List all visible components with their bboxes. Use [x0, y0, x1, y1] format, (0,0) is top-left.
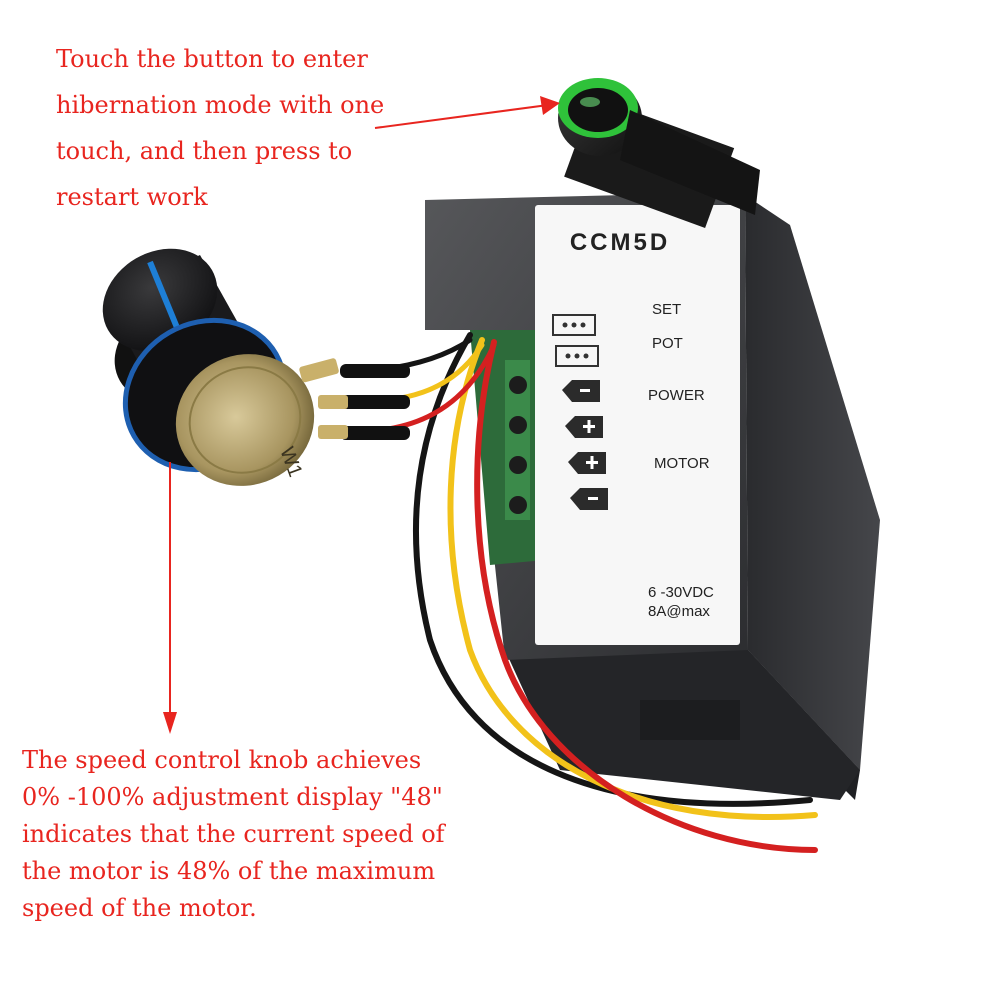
button-annotation-line: Touch the button to enter — [56, 45, 368, 73]
knob-arrow — [163, 462, 177, 734]
housing-bottom — [505, 650, 860, 800]
knob-annotation-line: speed of the motor. — [22, 894, 257, 922]
pot-label: POT — [652, 335, 683, 352]
pot-connector-icon — [555, 345, 599, 367]
power-label: POWER — [648, 387, 705, 404]
voltage-rating: 6 -30VDC — [648, 584, 714, 601]
model-label: CCM5D — [570, 229, 670, 256]
label-panel — [535, 205, 740, 645]
motor-label: MOTOR — [654, 455, 710, 472]
current-rating: 8A@max — [648, 603, 710, 620]
motor-minus-icon — [570, 488, 608, 510]
terminal-block — [470, 330, 545, 565]
power-minus-icon — [562, 380, 600, 402]
hibernate-push-button — [558, 78, 760, 228]
button-annotation-line: hibernation mode with one — [56, 91, 385, 119]
knob-annotation-line: indicates that the current speed of — [22, 820, 445, 848]
knob-annotation-line: the motor is 48% of the maximum — [22, 857, 436, 885]
power-plus-icon — [565, 416, 603, 438]
knob-annotation: The speed control knob achieves 0% -100%… — [22, 742, 452, 927]
knob-annotation-line: 0% -100% adjustment display "48" — [22, 783, 443, 811]
knob-annotation-line: The speed control knob achieves — [22, 746, 422, 774]
wire-bundle — [347, 332, 818, 853]
button-annotation-line: touch, and then press to — [56, 137, 353, 165]
wire-joints — [340, 364, 410, 440]
set-connector-icon — [552, 314, 596, 336]
potentiometer: W1 — [175, 354, 348, 486]
motor-plus-icon — [568, 452, 606, 474]
button-arrow — [374, 96, 560, 129]
button-annotation-line: restart work — [56, 183, 208, 211]
set-label: SET — [652, 301, 681, 318]
button-annotation: Touch the button to enter hibernation mo… — [56, 36, 416, 220]
